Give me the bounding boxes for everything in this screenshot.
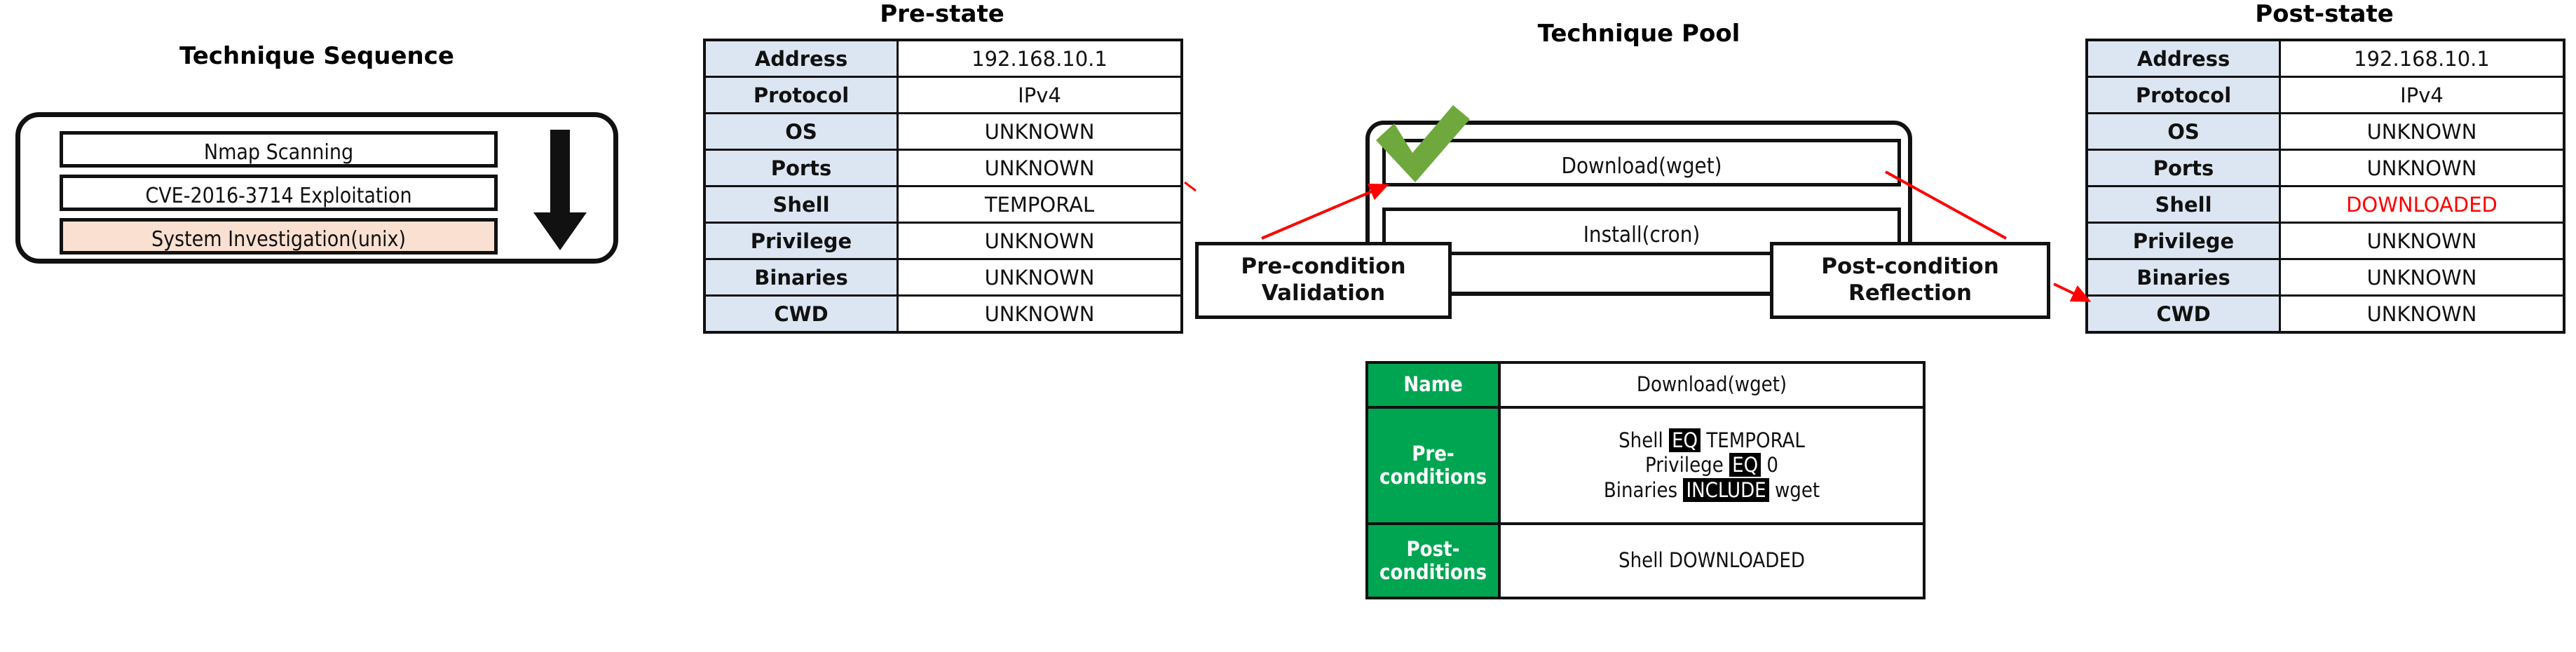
table-row: CWD UNKNOWN bbox=[703, 294, 1183, 334]
pool-item-install[interactable]: Install(cron) bbox=[1382, 208, 1901, 255]
precondition-operator-1: EQ bbox=[1729, 453, 1761, 477]
post-state-title: Post-state bbox=[2255, 0, 2394, 28]
post-state-value-4: DOWNLOADED bbox=[2279, 185, 2565, 224]
pre-condition-validation-box[interactable]: Pre-condition Validation bbox=[1195, 242, 1452, 319]
pre-state-value-7: UNKNOWN bbox=[897, 294, 1183, 334]
pre-state-value-6: UNKNOWN bbox=[897, 258, 1183, 297]
detail-key-post-line1: Post- bbox=[1406, 536, 1460, 561]
detail-key-pre-line1: Pre- bbox=[1412, 441, 1454, 466]
technique-sequence-panel: Nmap Scanning CVE-2016-3714 Exploitation… bbox=[15, 112, 618, 264]
post-state-value-7: UNKNOWN bbox=[2279, 294, 2565, 334]
table-row: Privilege UNKNOWN bbox=[2085, 222, 2565, 260]
pool-item-download[interactable]: Download(wget) bbox=[1382, 139, 1901, 186]
precondition-operator-0: EQ bbox=[1669, 428, 1701, 452]
post-state-key-6: Binaries bbox=[2085, 258, 2281, 297]
pre-validation-line-1: Pre-condition bbox=[1241, 254, 1406, 280]
pre-state-value-2: UNKNOWN bbox=[897, 112, 1183, 151]
post-state-key-0: Address bbox=[2085, 39, 2281, 78]
pre-state-key-2: OS bbox=[703, 112, 899, 151]
precondition-row-0: Shell EQ TEMPORAL bbox=[1501, 428, 1922, 453]
detail-value-name: Download(wget) bbox=[1498, 361, 1926, 409]
table-row: Name Download(wget) bbox=[1365, 361, 1926, 409]
table-row: OS UNKNOWN bbox=[2085, 112, 2565, 151]
post-state-value-6: UNKNOWN bbox=[2279, 258, 2565, 297]
table-row: Shell TEMPORAL bbox=[703, 185, 1183, 224]
post-state-key-3: Ports bbox=[2085, 149, 2281, 187]
precondition-object-2: wget bbox=[1774, 477, 1820, 502]
pre-state-key-6: Binaries bbox=[703, 258, 899, 297]
pre-validation-line-2: Validation bbox=[1261, 280, 1386, 306]
technique-sequence-list: Nmap Scanning CVE-2016-3714 Exploitation… bbox=[60, 131, 498, 262]
post-state-key-7: CWD bbox=[2085, 294, 2281, 334]
pre-state-key-0: Address bbox=[703, 39, 899, 78]
table-row: Ports UNKNOWN bbox=[2085, 149, 2565, 187]
down-arrow-icon bbox=[532, 130, 588, 253]
detail-key-postconditions: Post- conditions bbox=[1365, 522, 1501, 599]
green-check-icon bbox=[1370, 104, 1476, 188]
table-row: Protocol IPv4 bbox=[703, 76, 1183, 114]
post-state-key-1: Protocol bbox=[2085, 76, 2281, 114]
table-row: Pre- conditions Shell EQ TEMPORAL Privil… bbox=[1365, 406, 1926, 525]
table-row: Ports UNKNOWN bbox=[703, 149, 1183, 187]
precondition-subject-0: Shell bbox=[1618, 428, 1663, 452]
technique-detail-table: Name Download(wget) Pre- conditions Shel… bbox=[1365, 361, 1926, 599]
arrow-prestate-to-validation bbox=[1184, 181, 1197, 192]
sequence-item-1[interactable]: CVE-2016-3714 Exploitation bbox=[60, 175, 498, 211]
post-state-value-5: UNKNOWN bbox=[2279, 222, 2565, 260]
precondition-object-0: TEMPORAL bbox=[1706, 428, 1805, 452]
post-state-value-3: UNKNOWN bbox=[2279, 149, 2565, 187]
pre-state-key-7: CWD bbox=[703, 294, 899, 334]
precondition-row-1: Privilege EQ 0 bbox=[1501, 453, 1922, 477]
table-row: Binaries UNKNOWN bbox=[2085, 258, 2565, 297]
table-row: Address 192.168.10.1 bbox=[2085, 39, 2565, 78]
detail-key-preconditions: Pre- conditions bbox=[1365, 406, 1501, 525]
post-state-value-1: IPv4 bbox=[2279, 76, 2565, 114]
detail-key-pre-line2: conditions bbox=[1379, 465, 1487, 489]
detail-value-postconditions: Shell DOWNLOADED bbox=[1498, 522, 1926, 599]
pre-state-key-3: Ports bbox=[703, 149, 899, 187]
pre-state-value-3: UNKNOWN bbox=[897, 149, 1183, 187]
pre-state-value-1: IPv4 bbox=[897, 76, 1183, 114]
table-row: Shell DOWNLOADED bbox=[2085, 185, 2565, 224]
technique-sequence-title: Technique Sequence bbox=[179, 42, 454, 70]
precondition-object-1: 0 bbox=[1766, 453, 1779, 477]
pre-state-value-5: UNKNOWN bbox=[897, 222, 1183, 260]
post-state-table: Address 192.168.10.1 Protocol IPv4 OS UN… bbox=[2085, 39, 2565, 334]
table-row: Protocol IPv4 bbox=[2085, 76, 2565, 114]
precondition-operator-2: INCLUDE bbox=[1683, 477, 1769, 502]
table-row: Post- conditions Shell DOWNLOADED bbox=[1365, 522, 1926, 599]
post-reflection-line-2: Reflection bbox=[1848, 280, 1972, 306]
precondition-subject-2: Binaries bbox=[1603, 477, 1678, 502]
detail-key-post-line2: conditions bbox=[1379, 560, 1487, 584]
table-row: Address 192.168.10.1 bbox=[703, 39, 1183, 78]
post-state-key-4: Shell bbox=[2085, 185, 2281, 224]
post-state-key-2: OS bbox=[2085, 112, 2281, 151]
pre-state-key-4: Shell bbox=[703, 185, 899, 224]
table-row: CWD UNKNOWN bbox=[2085, 294, 2565, 334]
detail-value-preconditions: Shell EQ TEMPORAL Privilege EQ 0 Binarie… bbox=[1498, 406, 1926, 525]
post-state-key-5: Privilege bbox=[2085, 222, 2281, 260]
pre-state-key-1: Protocol bbox=[703, 76, 899, 114]
table-row: OS UNKNOWN bbox=[703, 112, 1183, 151]
detail-key-name: Name bbox=[1365, 361, 1501, 409]
table-row: Binaries UNKNOWN bbox=[703, 258, 1183, 297]
table-row: Privilege UNKNOWN bbox=[703, 222, 1183, 260]
technique-pool-panel: Download(wget) Install(cron) bbox=[1365, 121, 1912, 296]
post-condition-reflection-box[interactable]: Post-condition Reflection bbox=[1770, 242, 2050, 319]
pre-state-table: Address 192.168.10.1 Protocol IPv4 OS UN… bbox=[703, 39, 1183, 334]
arrow-reflection-to-poststate bbox=[2053, 283, 2092, 302]
post-state-value-0: 192.168.10.1 bbox=[2279, 39, 2565, 78]
sequence-item-2[interactable]: System Investigation(unix) bbox=[60, 218, 498, 254]
precondition-row-2: Binaries INCLUDE wget bbox=[1501, 477, 1922, 503]
precondition-subject-1: Privilege bbox=[1644, 453, 1724, 477]
pre-state-value-4: TEMPORAL bbox=[897, 185, 1183, 224]
technique-pool-title: Technique Pool bbox=[1537, 20, 1740, 48]
pre-state-key-5: Privilege bbox=[703, 222, 899, 260]
pre-state-value-0: 192.168.10.1 bbox=[897, 39, 1183, 78]
post-reflection-line-1: Post-condition bbox=[1821, 254, 1999, 280]
pre-state-title: Pre-state bbox=[880, 0, 1004, 28]
sequence-item-0[interactable]: Nmap Scanning bbox=[60, 131, 498, 168]
post-state-value-2: UNKNOWN bbox=[2279, 112, 2565, 151]
